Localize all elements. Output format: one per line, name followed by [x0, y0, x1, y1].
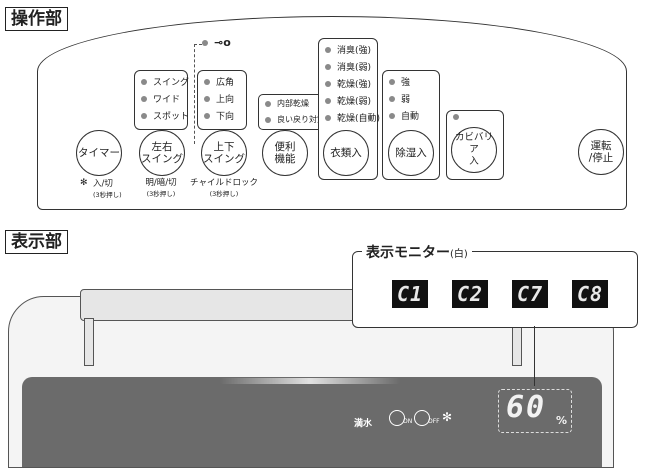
- off-label: OFF: [428, 418, 440, 425]
- indicator-lamp: [265, 100, 271, 107]
- humidity-unit: %: [556, 414, 568, 427]
- dehumid-button[interactable]: 除湿入: [388, 130, 434, 176]
- indicator-lamp: [202, 40, 208, 46]
- monitor-code: C2: [452, 280, 488, 308]
- child-lock-connector: [194, 44, 195, 144]
- timer-caption: 入/切(3秒押し): [93, 179, 122, 199]
- timer-button[interactable]: タイマー: [76, 130, 122, 176]
- power-button[interactable]: 運転 /停止: [578, 129, 624, 175]
- key-icon: ⊸o: [214, 36, 231, 49]
- monitor-code: C1: [392, 280, 428, 308]
- indicator-lamp: [325, 114, 331, 121]
- indicator-lamp: [325, 97, 331, 104]
- convenience-button[interactable]: 便利 機能: [262, 130, 308, 176]
- indicator-lamp: [325, 46, 331, 53]
- callout-leader: [534, 326, 535, 386]
- fan-icon: ✻: [80, 178, 88, 188]
- indicator-lamp: [389, 78, 395, 85]
- lr-swing-caption: 明/暗/切(3秒押し): [145, 178, 177, 198]
- fan-icon: ✻: [442, 410, 453, 424]
- timer-off-icon: [414, 410, 430, 426]
- lid-hinge-left: [84, 318, 94, 366]
- monitor-code: C8: [572, 280, 608, 308]
- indicator-lamp: [204, 112, 210, 119]
- clothes-button[interactable]: 衣類入: [323, 130, 369, 176]
- indicator-lamp: [453, 114, 459, 120]
- display-section-label: 表示部: [5, 230, 68, 254]
- indicator-lamp: [204, 95, 210, 102]
- lr-swing-indicator-group: スイング ワイド スポット: [134, 70, 189, 130]
- monitor-title: 表示モニター(白): [362, 242, 472, 262]
- indicator-lamp: [265, 116, 271, 123]
- indicator-lamp: [141, 112, 147, 119]
- indicator-lamp: [389, 95, 395, 102]
- humidity-value: 60: [506, 390, 547, 425]
- humidity-readout-highlight: [498, 389, 572, 433]
- water-full-label: 満水: [354, 419, 373, 429]
- timer-on-icon: [389, 410, 405, 426]
- indicator-lamp: [141, 95, 147, 102]
- ud-swing-indicator-group: 広角 上向 下向: [197, 70, 247, 130]
- ud-swing-button[interactable]: 上下 スイング: [201, 130, 247, 176]
- indicator-lamp: [389, 112, 395, 119]
- on-label: ON: [403, 418, 413, 425]
- control-section-label: 操作部: [5, 7, 68, 31]
- child-lock-connector: [194, 44, 202, 45]
- indicator-lamp: [141, 78, 147, 85]
- indicator-lamp: [325, 63, 331, 70]
- ud-swing-caption: チャイルドロック(3秒押し): [190, 178, 258, 198]
- indicator-lamp: [325, 80, 331, 87]
- convenience-indicator-group: 内部乾燥 良い戻り対策: [258, 94, 325, 130]
- light-reflection: [220, 378, 400, 384]
- lr-swing-button[interactable]: 左右 スイング: [139, 130, 185, 176]
- mold-barrier-button[interactable]: カビバリア 入: [451, 127, 497, 173]
- monitor-code: C7: [512, 280, 548, 308]
- indicator-lamp: [204, 78, 210, 85]
